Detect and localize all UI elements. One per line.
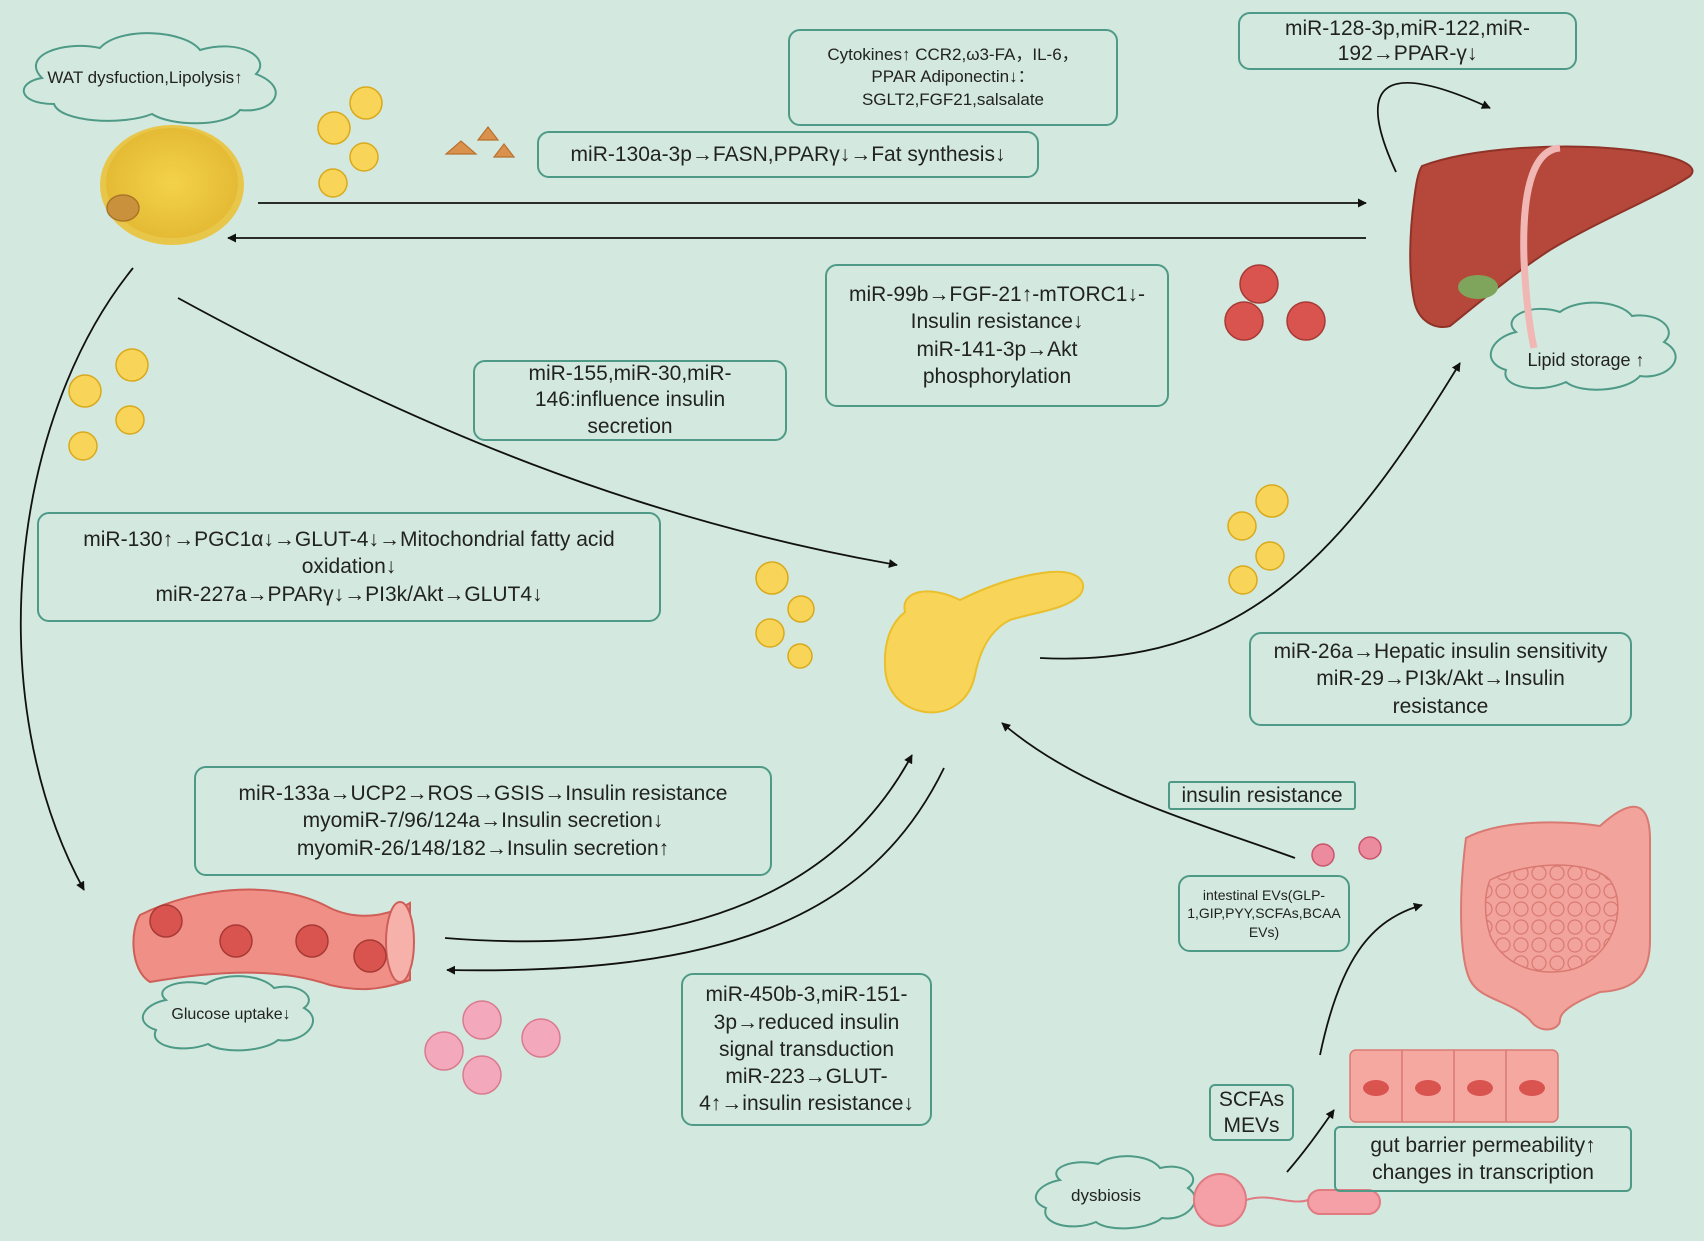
vesicles-pink-gut <box>1311 836 1382 867</box>
vesicle <box>787 595 815 623</box>
vesicle <box>349 86 383 120</box>
vesicle <box>1358 836 1382 860</box>
box-gut-barrier: gut barrier permeability↑changes in tran… <box>1334 1126 1632 1192</box>
box-mir99b: miR-99b→FGF-21↑-mTORC1↓-Insulin resistan… <box>825 264 1169 407</box>
triangle-molecules <box>444 126 516 158</box>
cloud-wat <box>23 32 277 125</box>
vesicle <box>68 374 102 408</box>
vesicles-yellow-top <box>317 86 383 198</box>
arrow-gut-to-pancreas <box>1001 722 1296 859</box>
vesicle <box>1228 565 1258 595</box>
vesicle <box>115 348 149 382</box>
vesicle <box>1311 843 1335 867</box>
adipocyte-icon <box>100 125 244 245</box>
vesicle <box>1286 301 1326 341</box>
vesicles-pink-muscle <box>424 1000 561 1095</box>
arrow-dysbiosis-to-barrier <box>1286 1109 1335 1173</box>
box-mir130a: miR-130a-3p→FASN,PPARγ↓→Fat synthesis↓ <box>537 131 1039 178</box>
vesicle <box>462 1055 502 1095</box>
gut-barrier-icon <box>1349 1049 1559 1123</box>
vesicle-groups <box>68 86 1382 1095</box>
vesicle <box>318 168 348 198</box>
arrow-fat-to-muscle <box>19 267 134 891</box>
vesicle <box>521 1018 561 1058</box>
arrow-pancreas-to-liver <box>1039 362 1461 660</box>
cloud-dysbiosis <box>1034 1155 1196 1230</box>
box-mir128: miR-128-3p,miR-122,miR-192→PPAR-γ↓ <box>1238 12 1577 70</box>
vesicles-yellow-right <box>1227 484 1289 595</box>
arrow-barrier-to-gut <box>1319 902 1423 1056</box>
arrow-liver-loop <box>1376 81 1491 173</box>
intestine-icon <box>1460 805 1651 1031</box>
bacteria-icon <box>1193 1173 1381 1227</box>
vesicles-red <box>1224 264 1326 341</box>
cloud-glucose-uptake <box>142 975 314 1052</box>
box-mir130: miR-130↑→PGC1α↓→GLUT-4↓→Mitochondrial fa… <box>37 512 661 622</box>
box-insulin-resistance: insulin resistance <box>1168 781 1356 810</box>
box-mir133a: miR-133a→UCP2→ROS→GSIS→Insulin resistanc… <box>194 766 772 876</box>
muscle-vessel-icon <box>132 888 415 991</box>
cloud-label-glucose-uptake: Glucose uptake↓ <box>171 1006 291 1023</box>
box-cytokines: Cytokines↑ CCR2,ω3-FA，IL-6，PPAR Adiponec… <box>788 29 1118 126</box>
liver-icon <box>1409 144 1694 349</box>
vesicle <box>462 1000 502 1040</box>
cloud-lipid-storage <box>1489 301 1677 391</box>
pancreas-icon <box>883 570 1085 714</box>
vesicle <box>424 1031 464 1071</box>
arrow-fat-to-pancreas <box>177 297 898 569</box>
vesicle <box>1255 484 1289 518</box>
vesicle <box>787 643 813 669</box>
vesicle <box>1224 301 1264 341</box>
vesicle <box>1239 264 1279 304</box>
arrow-pancreas-to-muscle <box>446 767 945 975</box>
vesicle <box>68 431 98 461</box>
cloud-label-dysbiosis: dysbiosis <box>1071 1186 1141 1205</box>
arrow-muscle-to-pancreas <box>444 754 913 943</box>
vesicle <box>115 405 145 435</box>
vesicle <box>349 142 379 172</box>
vesicles-yellow-center <box>755 561 815 669</box>
vesicle <box>317 111 351 145</box>
vesicle <box>1227 511 1257 541</box>
cloud-label-wat: WAT dysfuction,Lipolysis↑ <box>47 68 243 87</box>
cloud-label-lipid-storage: Lipid storage ↑ <box>1527 349 1645 370</box>
vesicle <box>755 561 789 595</box>
vesicle <box>1255 541 1285 571</box>
vesicles-yellow-left <box>68 348 149 461</box>
box-mir155: miR-155,miR-30,miR-146:influence insulin… <box>473 360 787 441</box>
vesicle <box>755 618 785 648</box>
